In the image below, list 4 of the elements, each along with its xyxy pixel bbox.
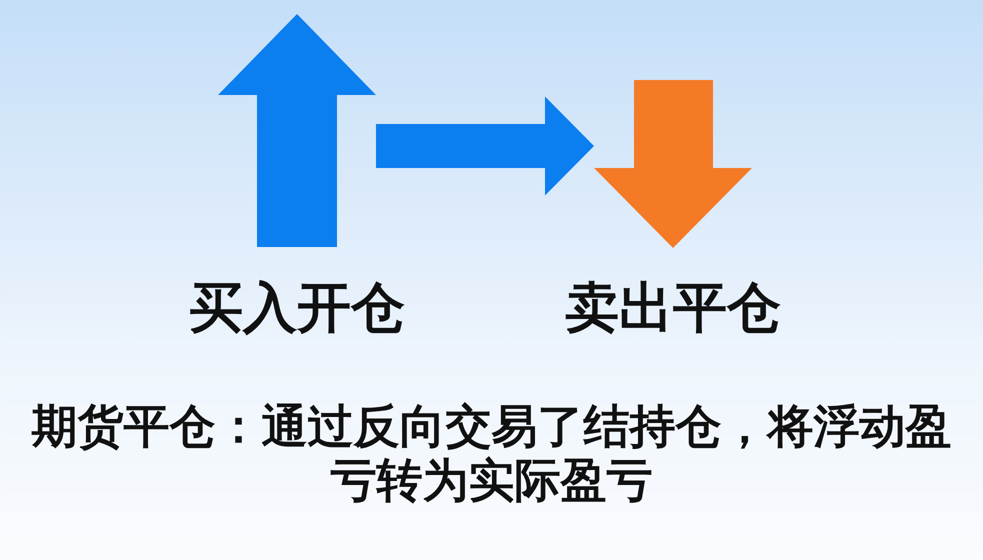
arrow [376,96,594,196]
node-label: 卖出平仓 [565,280,781,336]
node-label: 买入开仓 [189,280,405,336]
caption: 期货平仓：通过反向交易了结持仓，将浮动盈亏转为实际盈亏 [30,399,952,507]
